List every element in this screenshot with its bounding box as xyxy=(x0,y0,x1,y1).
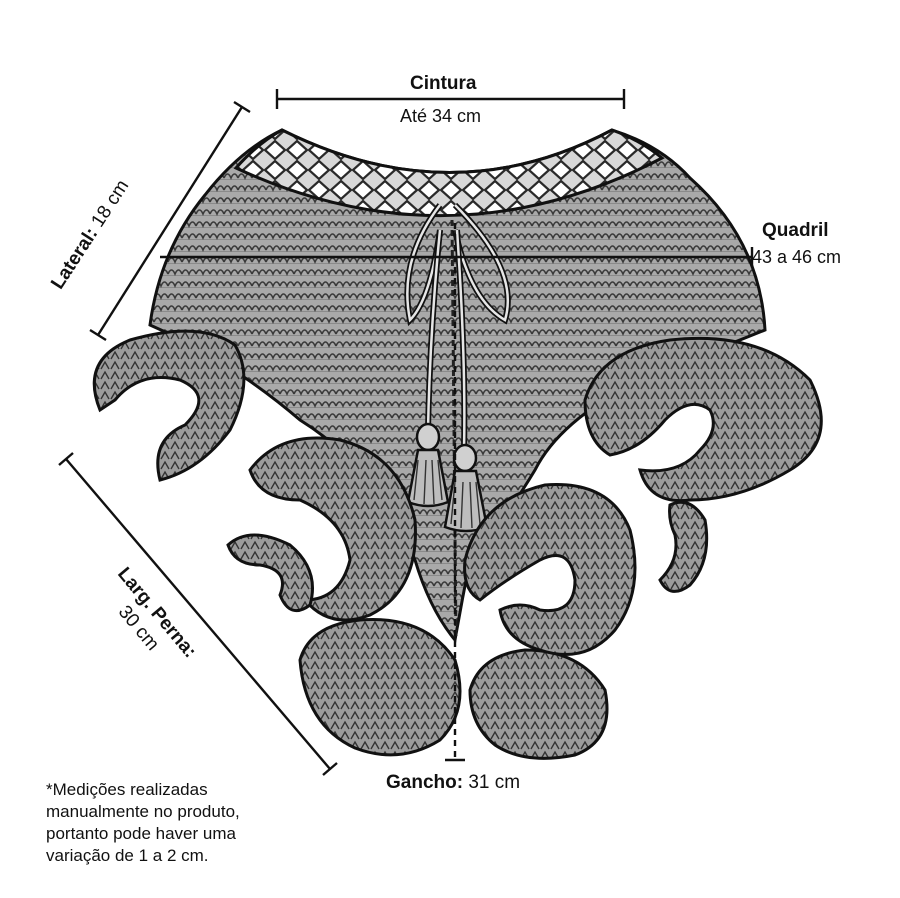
note-line: variação de 1 a 2 cm. xyxy=(46,846,209,865)
ruffle-left-mid xyxy=(248,436,417,622)
waist-line xyxy=(275,89,626,109)
hip-value: 43 a 46 cm xyxy=(752,247,842,267)
note-line: portanto pode haver uma xyxy=(46,824,236,843)
ruffle-center-right xyxy=(463,483,637,656)
ruffle-left-top xyxy=(92,329,246,482)
ruffle-left-small xyxy=(226,533,314,613)
waist-label: Cintura xyxy=(410,73,477,94)
drawstring xyxy=(404,202,511,451)
rise-line xyxy=(445,223,465,762)
measure-lines xyxy=(58,89,754,776)
disclaimer-note: *Medições realizadas manualmente no prod… xyxy=(46,779,240,867)
leg-line xyxy=(58,452,338,776)
rise-label: Gancho: xyxy=(386,772,464,793)
ruffles xyxy=(92,329,823,760)
ruffle-right-big xyxy=(583,336,823,503)
ruffle-bottom-right xyxy=(468,648,609,760)
note-line: manualmente no produto, xyxy=(46,802,240,821)
note-line: *Medições realizadas xyxy=(46,780,208,799)
waist-value: Até 34 cm xyxy=(400,106,482,126)
rise-value: 31 cm xyxy=(468,772,521,793)
rise-label-group: Gancho: 31 cm xyxy=(386,773,520,792)
ruffle-right-small xyxy=(658,500,709,593)
ruffle-bottom-left xyxy=(298,618,462,757)
hip-label: Quadril xyxy=(762,220,829,241)
tassel-left xyxy=(406,422,450,508)
side-line xyxy=(89,100,251,342)
